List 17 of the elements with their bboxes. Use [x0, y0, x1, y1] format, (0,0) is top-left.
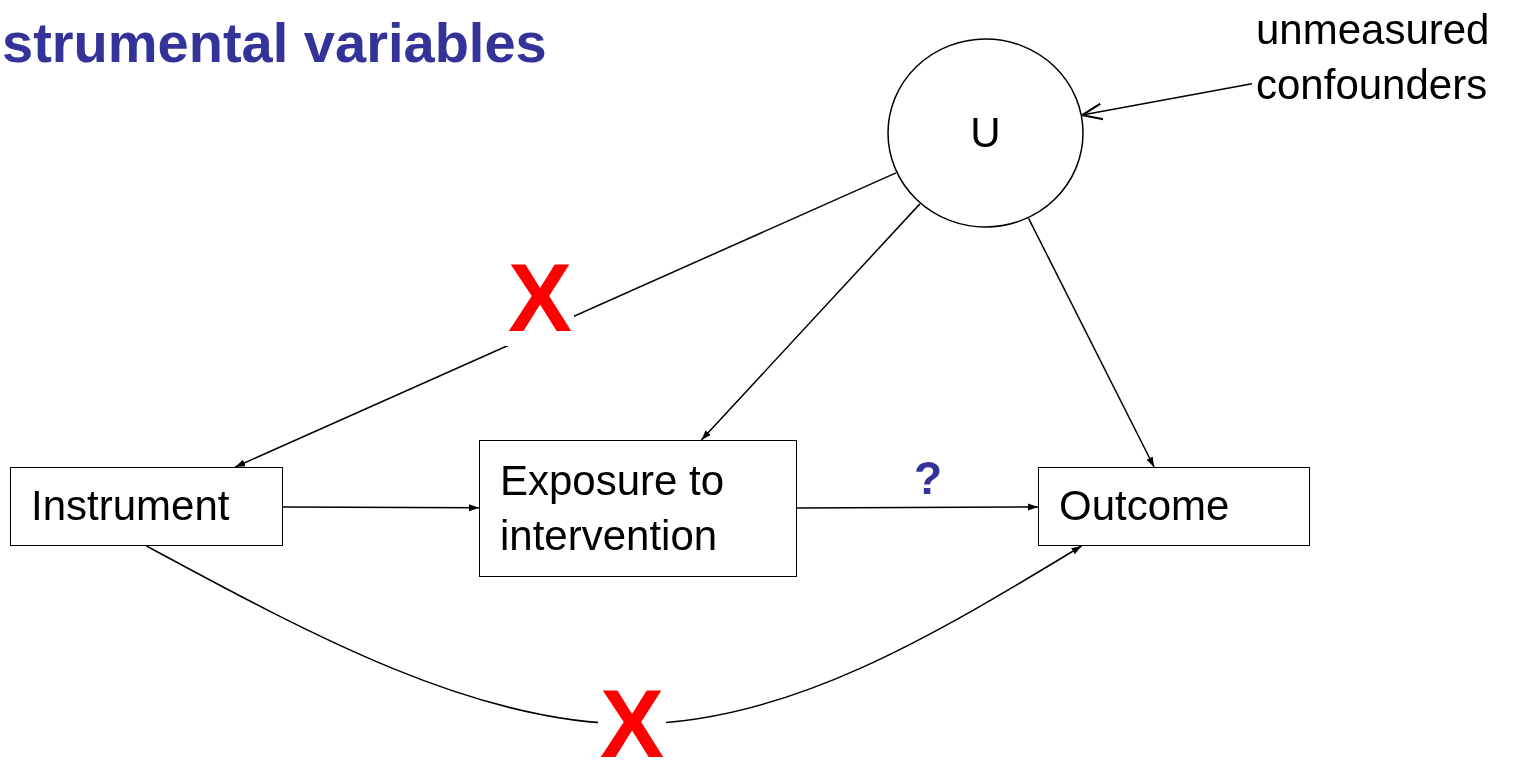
- annotation-text: unmeasured confounders: [1256, 5, 1491, 110]
- arrow: [1081, 82, 1253, 121]
- process-box: [1038, 467, 1310, 546]
- arrow: [145, 545, 1083, 725]
- arrow: [700, 203, 921, 441]
- circle-node: [887, 38, 1084, 228]
- node-label: Exposure to intervention: [500, 455, 726, 561]
- arrow: [234, 172, 897, 468]
- node-label: U: [970, 107, 1001, 158]
- arrow: [282, 504, 480, 512]
- process-box: [10, 467, 283, 546]
- node-label: Outcome: [1059, 481, 1230, 532]
- process-box: [479, 440, 797, 577]
- arrow: [796, 503, 1039, 511]
- slide-title: strumental variables: [2, 10, 547, 75]
- node-label: Instrument: [31, 481, 230, 532]
- arrow: [1027, 217, 1155, 468]
